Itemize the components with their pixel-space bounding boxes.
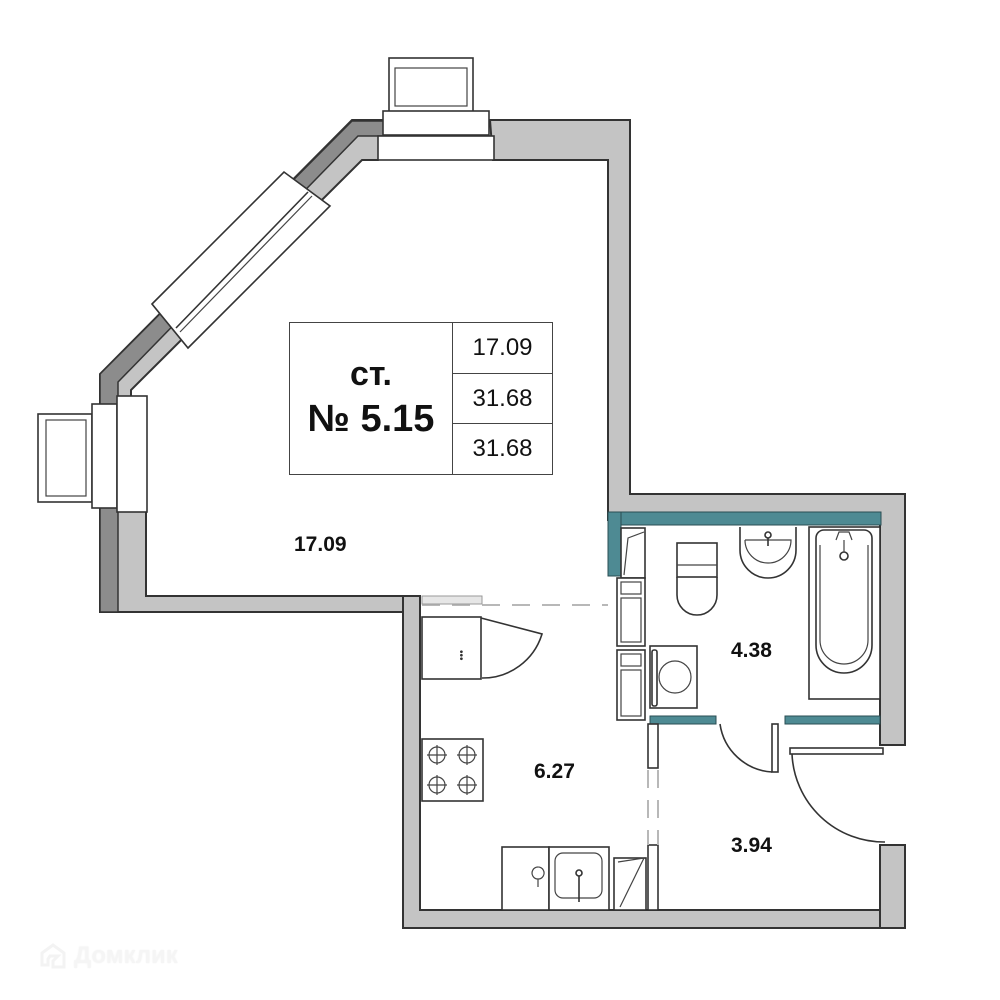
fridge: ••• [421,616,544,680]
watermark: Домклик [38,941,178,971]
kitchen-counter [501,846,647,911]
stove [421,738,484,802]
washing-machine [649,645,698,709]
window-left [37,395,148,513]
bathroom-cabinets [616,527,646,721]
room-area-living: 17.09 [294,533,347,556]
window-top [377,57,495,161]
total-area-value: 31.68 [453,374,552,425]
window-diagonal [150,170,332,350]
bathtub [808,526,881,700]
apartment-id: ст. № 5.15 [290,323,453,474]
total-area-with-balcony-value: 31.68 [472,435,533,463]
sink [739,527,797,579]
kitchen-partition [421,595,659,911]
entrance-door [789,747,886,843]
apartment-info-box: ст. № 5.15 17.09 31.68 31.68 [289,322,553,475]
apartment-type: ст. [349,354,393,393]
living-area-value: 17.09 [453,323,552,374]
toilet [676,542,718,616]
room-area-hallway: 3.94 [731,834,772,857]
room-area-kitchen: 6.27 [534,760,575,783]
area-summary: 17.09 31.68 31.68 [453,323,552,474]
room-area-bathroom: 4.38 [731,639,772,662]
apartment-number: № 5.15 [307,397,435,440]
house-logo-icon [40,943,66,969]
bathroom-door [719,723,779,773]
watermark-brand: Домклик [74,942,178,969]
svg-text:•••: ••• [455,650,466,661]
